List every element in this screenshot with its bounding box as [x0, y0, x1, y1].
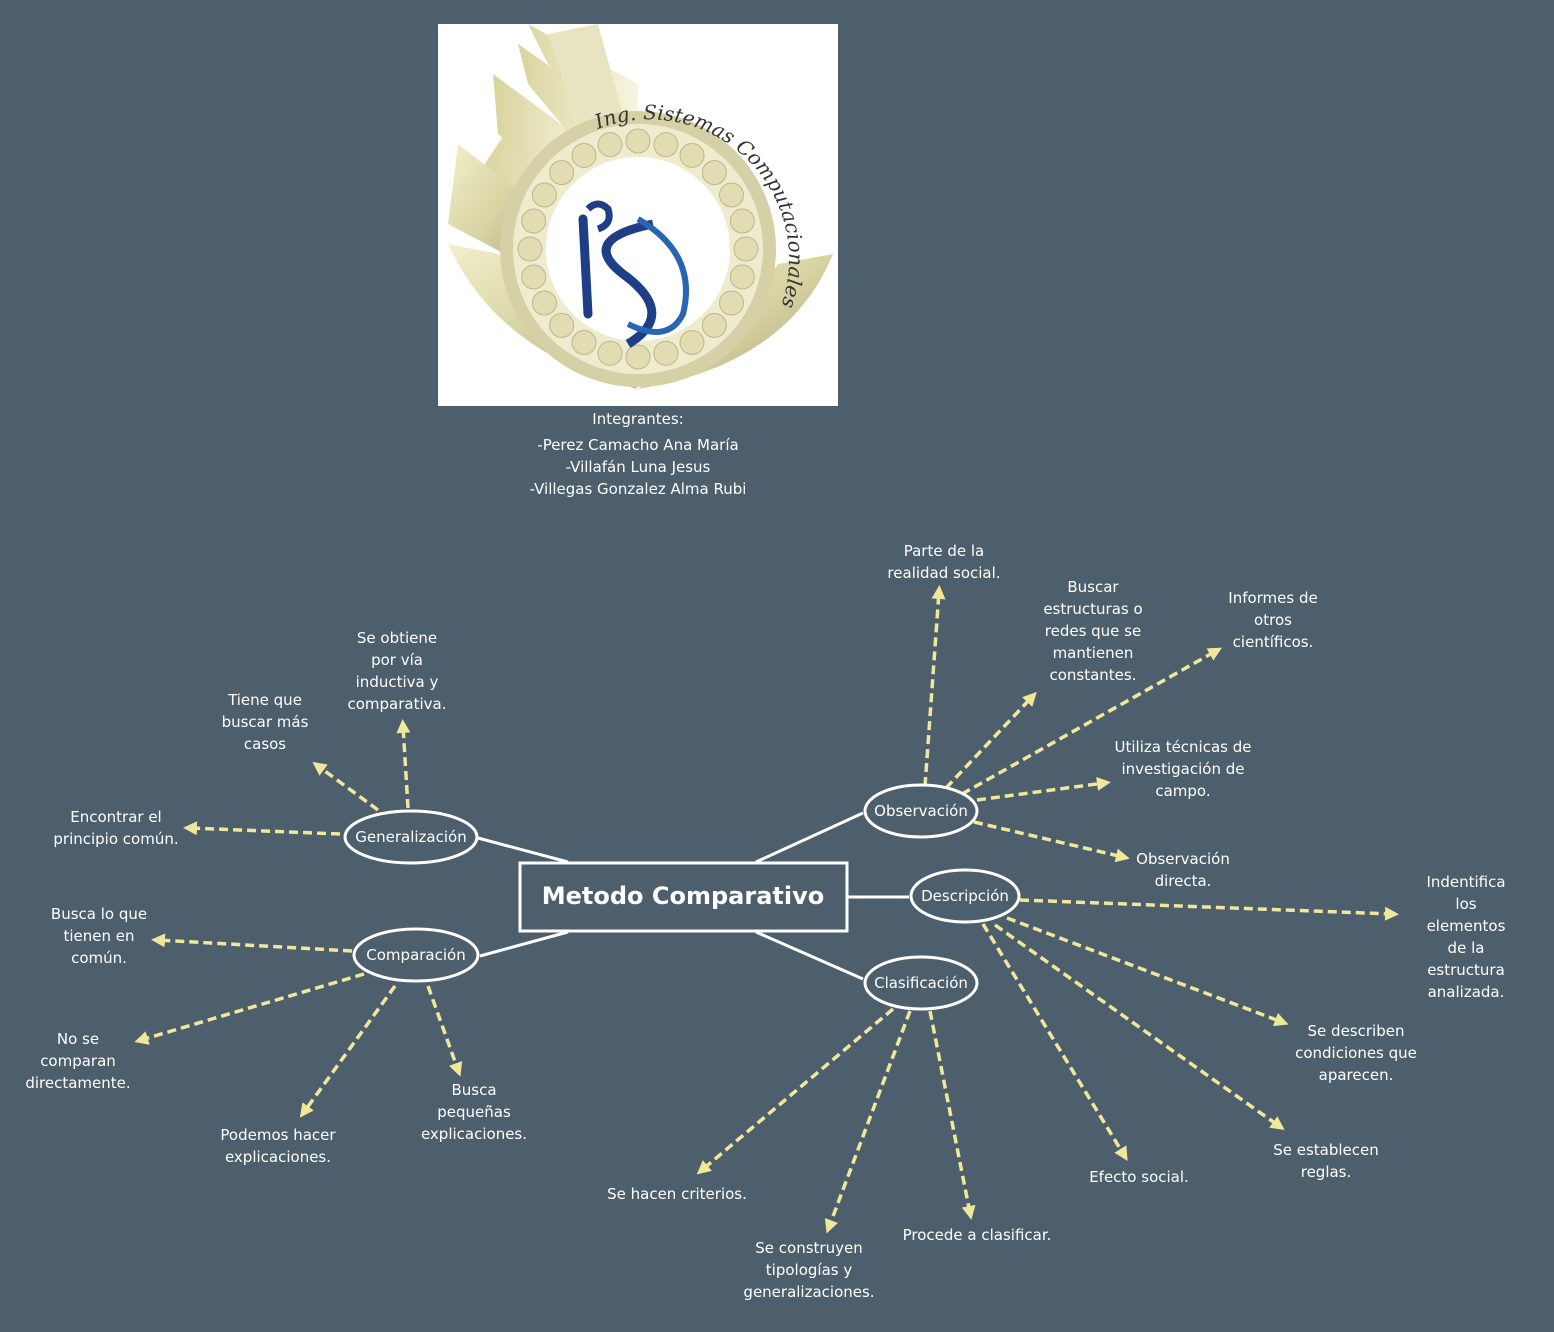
arrow-descripcion-2: [993, 923, 1285, 1131]
leaf-label-observacion-4: Observación directa.: [1136, 850, 1230, 890]
arrow-generalizacion-2: [396, 719, 411, 809]
arrow-observacion-4: [973, 820, 1130, 863]
leaf-label-observacion-0: Parte de la realidad social.: [887, 542, 1001, 582]
leaf-label-observacion-1: Buscar estructuras o redes que se mantie…: [1043, 578, 1143, 684]
credit-member-1: -Perez Camacho Ana María: [537, 436, 739, 454]
branch-node-comparacion: [352, 927, 480, 983]
arrow-observacion-2: [961, 647, 1223, 796]
leaf-label-observacion-2: Informes de otros científicos.: [1228, 589, 1318, 651]
root-node: [518, 861, 849, 933]
arrow-generalizacion-0: [183, 821, 341, 836]
leaf-label-descripcion-3: Efecto social.: [1089, 1168, 1189, 1186]
leaf-label-descripcion-2: Se establecen reglas.: [1273, 1141, 1379, 1181]
isc-logo: Ing. Sistemas Computacionales: [438, 24, 838, 406]
arrow-descripcion-3: [981, 923, 1128, 1161]
arrow-observacion-1: [944, 691, 1037, 790]
leaf-label-clasificacion-1: Se construyen tipologías y generalizacio…: [743, 1239, 875, 1301]
branch-label-generalizacion: Generalización: [355, 828, 467, 846]
branch-label-comparacion: Comparación: [366, 946, 466, 964]
branch-node-descripcion: [909, 868, 1021, 924]
connector-observacion: [755, 811, 864, 864]
logo-emblem-icon: Ing. Sistemas Computacionales: [448, 24, 833, 389]
credits-heading: Integrantes:: [592, 410, 684, 428]
arrow-comparacion-2: [299, 984, 397, 1118]
leaf-label-comparacion-1: No se comparan directamente.: [25, 1030, 131, 1092]
leaf-label-observacion-3: Utiliza técnicas de investigación de cam…: [1114, 738, 1252, 800]
leaf-label-clasificacion-2: Procede a clasificar.: [902, 1226, 1052, 1244]
leaf-label-descripcion-1: Se describen condiciones que aparecen.: [1295, 1022, 1417, 1084]
arrow-observacion-0: [923, 585, 946, 787]
root-label: Metodo Comparativo: [541, 882, 825, 910]
leaf-label-descripcion-0: Indentifica los elementos de la estructu…: [1426, 873, 1506, 1001]
arrow-comparacion-3: [426, 985, 463, 1077]
leaf-label-clasificacion-0: Se hacen criterios.: [607, 1185, 747, 1203]
arrow-generalizacion-1: [312, 761, 380, 812]
arrow-descripcion-0: [1019, 898, 1399, 921]
arrow-clasificacion-0: [696, 1007, 895, 1175]
arrow-descripcion-1: [1006, 916, 1289, 1027]
branch-node-observacion: [863, 783, 979, 839]
leaf-label-generalizacion-2: Se obtiene por vía inductiva y comparati…: [347, 629, 447, 713]
credit-member-2: -Villafán Luna Jesus: [565, 458, 711, 476]
leaf-label-generalizacion-0: Encontrar el principio común.: [53, 808, 179, 848]
leaf-label-comparacion-3: Busca pequeñas explicaciones.: [420, 1081, 528, 1143]
branch-label-descripcion: Descripción: [921, 887, 1009, 905]
branch-node-clasificacion: [863, 955, 979, 1011]
arrow-comparacion-1: [134, 972, 365, 1045]
branch-node-generalizacion: [343, 809, 479, 865]
connector-generalizacion: [477, 836, 569, 864]
connector-clasificacion: [755, 930, 864, 981]
arrow-observacion-3: [976, 776, 1111, 802]
arrow-clasificacion-1: [824, 1010, 912, 1234]
connector-comparacion: [479, 930, 569, 958]
branch-label-observacion: Observación: [874, 802, 968, 820]
arrow-comparacion-0: [151, 933, 353, 953]
leaf-label-comparacion-0: Busca lo que tienen en común.: [50, 905, 148, 967]
leaf-label-comparacion-2: Podemos hacer explicaciones.: [220, 1126, 336, 1166]
arrow-clasificacion-2: [928, 1010, 976, 1220]
leaf-label-generalizacion-1: Tiene que buscar más casos: [221, 691, 309, 753]
branch-label-clasificacion: Clasificación: [874, 974, 968, 992]
credit-member-3: -Villegas Gonzalez Alma Rubi: [529, 480, 747, 498]
